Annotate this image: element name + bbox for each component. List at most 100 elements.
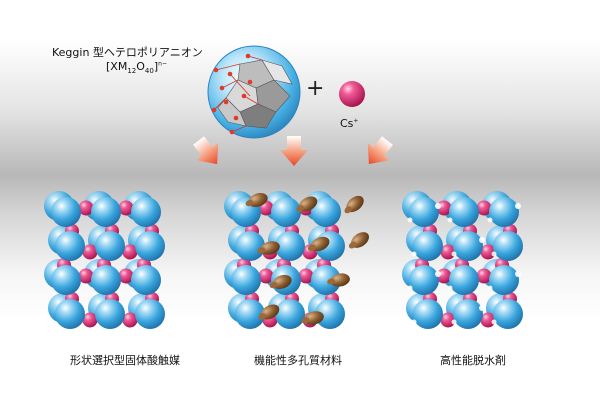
keggin-bond [231,125,247,133]
keggin-anion [207,45,301,139]
water-molecule [435,203,441,209]
anion-sphere [95,299,125,329]
anion-sphere [275,299,305,329]
down-arrow [280,136,308,166]
keggin-bonds [213,55,263,133]
guest-molecule-tail [301,317,310,324]
lattice-catalyst [44,191,165,329]
guest-molecule [308,236,330,252]
anion-sphere [275,231,305,261]
guest-molecule [344,195,364,214]
guest-molecule-tail [257,247,266,254]
anion-sphere [91,197,121,227]
anion-sphere [271,197,301,227]
water-molecule [515,271,521,277]
oxygen-atom [241,93,247,99]
oxygen-atom [213,67,219,73]
guest-molecule-tail [296,205,304,212]
water-molecule [411,251,417,257]
guest-molecule-body [304,311,324,325]
guest-molecule [348,232,370,249]
cesium-sphere [298,268,314,284]
lattice-porous [224,191,370,329]
cesium-sphere [82,244,98,260]
guest-molecule [257,241,280,255]
oxygen-atom [227,71,233,77]
keggin-polyhedron [261,59,293,85]
cesium-sphere [258,268,274,284]
anion-sphere [315,299,345,329]
keggin-polyhedron [217,97,247,127]
anion-sphere [91,265,121,295]
formula-sub-40: 40 [144,67,154,76]
down-arrow [367,136,393,165]
keggin-bond [215,63,241,71]
anion-sphere [235,299,265,329]
cesium-sphere [480,244,496,260]
water-molecule [407,217,413,223]
anion-sphere [489,265,519,295]
water-molecule [451,319,457,325]
anion-sphere [55,299,85,329]
guest-molecule-tail [308,244,316,252]
water-molecule [487,285,493,291]
formula-base: [XM [106,60,128,73]
cesium-symbol: Cs [340,117,354,130]
water-molecule [451,251,457,257]
cesium-sphere [476,268,492,284]
cesium-sphere [440,244,456,260]
anion-sphere [489,197,519,227]
anion-name-label: Keggin 型ヘテロポリアニオン [52,46,203,59]
lattice-dehydrating [402,191,523,329]
oxygen-atom [219,85,225,91]
cesium-sphere [78,268,94,284]
keggin-bond [243,95,259,105]
anion-sphere [493,299,523,329]
guest-molecule-tail [327,278,336,285]
cesium-sphere [122,244,138,260]
anion-sphere [493,231,523,261]
oxygen-atom [245,53,251,59]
formula-tail: ] [153,60,159,73]
anion-sphere [449,265,479,295]
anion-sphere [413,231,443,261]
oxygen-atom [229,129,235,135]
water-molecule [479,237,485,243]
guest-molecule-body [260,241,280,255]
keggin-bond [213,97,227,111]
down-arrow [193,136,219,165]
keggin-oxygen-atoms [211,53,253,135]
water-molecule [407,285,413,291]
guest-molecule [301,311,324,325]
material-label-porous-material: 機能性多孔質材料 [254,354,342,367]
cesium-label: Cs+ [340,117,358,130]
anion-sphere [413,299,443,329]
anion-sphere [453,299,483,329]
guest-molecule [327,273,350,287]
anion-sphere [135,299,165,329]
cesium-sphere [122,312,138,328]
material-label-dehydrating-agent: 高性能脱水剤 [440,354,506,367]
water-molecule [479,305,485,311]
formula-charge: n− [158,60,167,68]
keggin-bond [247,55,263,61]
water-molecule [491,319,497,325]
anion-sphere [311,265,341,295]
anion-formula: [XM12O40]n− [106,60,167,75]
anion-sphere [131,265,161,295]
arrows [193,136,393,166]
guest-molecule-tail [348,241,357,249]
water-molecule [515,203,521,209]
oxygen-atom [247,79,253,85]
anion-sphere [55,231,85,261]
oxygen-atom [233,115,239,121]
oxygen-atom [211,107,217,113]
anion-sphere [231,265,261,295]
anion-sphere [453,231,483,261]
anion-sphere [235,231,265,261]
guest-molecule-body [330,273,350,287]
anion-sphere [409,197,439,227]
guest-molecule-tail [258,313,266,320]
